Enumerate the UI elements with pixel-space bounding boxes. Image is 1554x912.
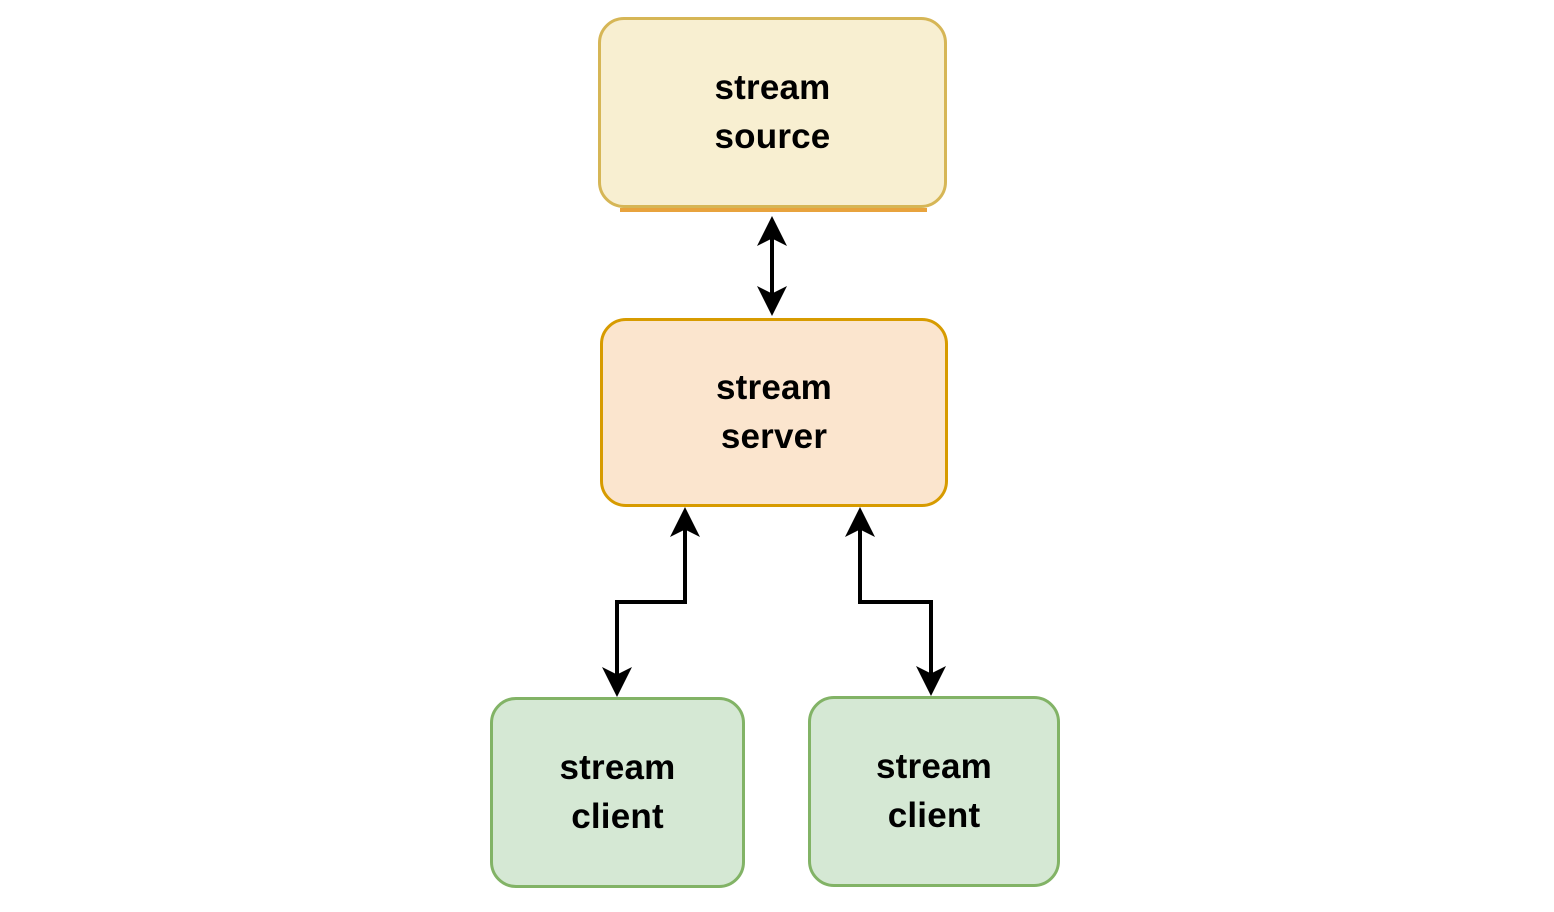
node-stream-client-left-label: stream client	[559, 748, 676, 836]
node-stream-client-left: stream client	[490, 697, 745, 888]
node-stream-client-right-label: stream client	[876, 747, 992, 835]
node-stream-source: stream source	[598, 17, 947, 208]
node-stream-client-right: stream client	[808, 696, 1060, 887]
edge-server-client-right-arrow	[845, 507, 946, 696]
node-stream-source-label: stream source	[714, 68, 831, 156]
edge-server-client-left-arrow	[602, 507, 700, 697]
node-stream-server: stream server	[600, 318, 948, 507]
node-stream-server-label: stream server	[716, 368, 832, 456]
source-bottom-accent-line	[620, 208, 927, 212]
